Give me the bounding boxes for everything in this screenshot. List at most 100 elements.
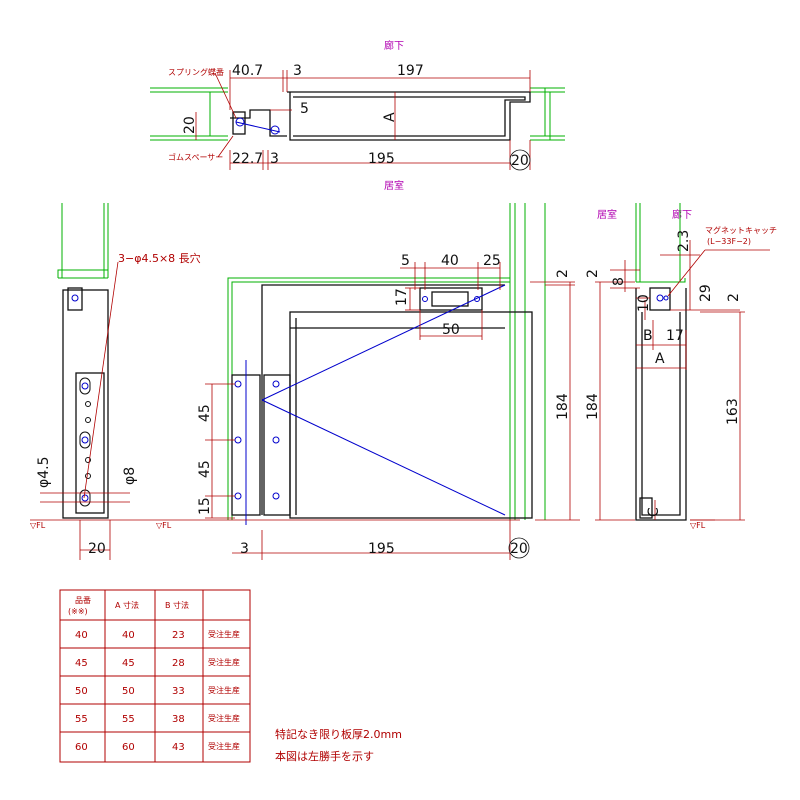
side-dim-b: B [643, 328, 653, 344]
side-dim-8: 8 [611, 277, 627, 286]
side-dim-2-3: 2.3 [676, 230, 692, 252]
side-dim-163: 163 [725, 398, 741, 425]
table-cell-a: 50 [122, 686, 135, 697]
view-label-hall-top: 廊下 [384, 39, 404, 52]
table-cell-a: 45 [122, 658, 135, 669]
top-dim-40-7: 40.7 [232, 63, 263, 79]
view-label-hall-side: 廊下 [672, 208, 692, 221]
left-dim-phi45: φ4.5 [36, 457, 52, 489]
view-label-room-side: 居室 [597, 208, 617, 221]
front-fl-label: ▽FL [156, 521, 172, 530]
top-wall-lines [150, 87, 565, 141]
front-dim-40: 40 [441, 253, 459, 269]
front-dim-45b: 45 [197, 460, 213, 478]
table-cell-code: 45 [75, 658, 88, 669]
top-view: 廊下 居室 [150, 39, 565, 192]
top-dim-195: 195 [368, 151, 395, 167]
side-wall-lines [635, 203, 686, 283]
front-dim-17: 17 [394, 288, 410, 306]
table-cell-b: 38 [172, 714, 185, 725]
table-cell-b: 28 [172, 658, 185, 669]
table-cell-note: 受注生産 [208, 657, 240, 667]
side-catch-bolt [656, 294, 664, 302]
left-fl-label: ▽FL [30, 521, 46, 530]
side-box [635, 287, 687, 521]
side-view: 居室 廊下 [585, 203, 777, 530]
top-hinge-axis [235, 121, 281, 133]
table-cell-b: 33 [172, 686, 185, 697]
side-dim-2-right: 2 [726, 293, 742, 302]
table-cell-note: 受注生産 [208, 629, 240, 639]
table-cell-note: 受注生産 [208, 741, 240, 751]
side-dim-2-left: 2 [585, 269, 601, 278]
table-cell-a: 60 [122, 742, 135, 753]
side-dim-a: A [655, 351, 665, 367]
front-dim-195: 195 [368, 541, 395, 557]
top-ref-circle [509, 149, 531, 171]
table-cell-a: 55 [122, 714, 135, 725]
left-hole-note: 3−φ4.5×8 長穴 [118, 251, 201, 265]
table-cell-a: 40 [122, 630, 135, 641]
side-dim-lines [595, 240, 770, 521]
top-dim-3-top: 3 [293, 63, 302, 79]
front-dim-184: 184 [555, 393, 571, 420]
table-cell-b: 43 [172, 742, 185, 753]
top-dim-lines [195, 70, 531, 170]
left-dim-20: 20 [88, 541, 106, 557]
table-cell-code: 60 [75, 742, 88, 753]
front-hinge [234, 284, 506, 525]
note-hand: 本図は左勝手を示す [275, 749, 374, 763]
left-dim-phi8: φ8 [122, 467, 138, 485]
front-dim-50: 50 [442, 322, 460, 338]
note-thickness: 特記なき限り板厚2.0mm [275, 727, 402, 741]
front-view: 5 40 25 50 17 45 45 15 2 184 3 195 20 ▽F… [150, 203, 580, 560]
table-cell-note: 受注生産 [208, 685, 240, 695]
side-fl-label: ▽FL [690, 521, 706, 530]
left-bolts [71, 294, 89, 502]
table-cell-code: 40 [75, 630, 88, 641]
side-dim-10: 10 [636, 294, 652, 312]
table-cell-note: 受注生産 [208, 713, 240, 723]
front-dim-2: 2 [555, 269, 571, 278]
front-dim-5: 5 [401, 253, 410, 269]
label-rubber-spacer: ゴムスペーサー [168, 152, 223, 162]
side-dim-184: 184 [585, 393, 601, 420]
front-wall-lines [227, 203, 546, 520]
leader-spring [214, 72, 237, 119]
side-dim-29: 29 [698, 284, 714, 302]
label-spring-hinge: スプリング蝶番 [168, 67, 224, 77]
table-cell-code: 55 [75, 714, 88, 725]
top-dim-20-circle: 20 [511, 153, 529, 169]
left-wall-lines [57, 203, 109, 279]
view-label-room-top: 居室 [384, 179, 404, 192]
top-dim-20: 20 [182, 116, 198, 134]
table-header-b: B 寸法 [165, 600, 189, 610]
side-dim-17: 17 [666, 328, 684, 344]
front-dim-lines [150, 262, 580, 560]
left-dim-lines [30, 261, 150, 560]
top-dim-197: 197 [397, 63, 424, 79]
table-header-code: 品番 [75, 595, 91, 605]
leader-rubber [217, 135, 234, 158]
table-grid [59, 589, 251, 763]
label-magnet-catch: マグネットキャッチ [705, 225, 777, 235]
top-dim-a: A [382, 112, 398, 122]
front-ref-circle [508, 537, 530, 559]
left-frame [62, 287, 109, 519]
top-dim-22-7: 22.7 [232, 151, 263, 167]
front-dim-20-circle: 20 [510, 541, 528, 557]
label-magnet-code: (L−33F−2) [707, 237, 751, 246]
front-box [231, 284, 533, 519]
front-dim-25: 25 [483, 253, 501, 269]
front-dim-45a: 45 [197, 404, 213, 422]
top-dim-5: 5 [300, 101, 309, 117]
top-box [230, 91, 531, 141]
side-dim-c: C [646, 507, 662, 517]
side-catch-screw [663, 295, 669, 301]
table-cell-b: 23 [172, 630, 185, 641]
table-header-a: A 寸法 [115, 600, 139, 610]
table-cell-code: 50 [75, 686, 88, 697]
left-view: 3−φ4.5×8 長穴 φ4.5 φ8 20 ▽FL [30, 203, 201, 560]
top-dim-3-bottom: 3 [270, 151, 279, 167]
